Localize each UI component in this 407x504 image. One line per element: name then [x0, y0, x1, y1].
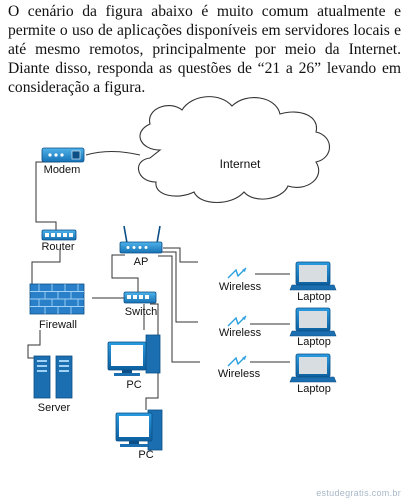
router-label: Router [41, 241, 74, 253]
ap-label: AP [134, 256, 149, 268]
switch-label: Switch [125, 306, 157, 318]
pc-icon-1 [107, 334, 161, 376]
link-modem-internet [85, 151, 141, 156]
link-ap-laptop2 [160, 251, 198, 323]
internet-label: Internet [220, 157, 261, 171]
firewall-icon [29, 283, 85, 315]
watermark-text: estudegratis.com.br [316, 488, 401, 498]
link-ap-laptop1 [163, 247, 198, 263]
internet-cloud-icon [138, 96, 331, 203]
laptop-label-1: Laptop [297, 291, 331, 303]
modem-label: Modem [44, 164, 81, 176]
laptop-icon-1 [289, 261, 337, 291]
link-ap-switch [111, 254, 139, 292]
intro-paragraph: O cenário da figura abaixo é muito comum… [8, 3, 401, 96]
server-icon [33, 355, 73, 399]
pc-label-2: PC [138, 449, 153, 461]
wireless-icon-1 [227, 267, 247, 279]
wireless-label-3: Wireless [218, 368, 261, 380]
laptop-icon-2 [289, 307, 337, 337]
modem-icon [41, 147, 85, 163]
switch-icon [123, 291, 157, 304]
wireless-icon-2 [227, 315, 247, 327]
wireless-label-1: Wireless [219, 281, 262, 293]
link-ap-laptop3 [158, 255, 200, 363]
link-switch-pc2 [145, 303, 159, 410]
wireless-icon-3 [227, 355, 247, 367]
pc-icon-2 [115, 409, 163, 451]
access-point-icon [119, 225, 163, 254]
laptop-label-3: Laptop [297, 383, 331, 395]
pc-label-1: PC [126, 379, 141, 391]
link-firewall-server [27, 330, 42, 359]
link-router-firewall [31, 250, 61, 286]
laptop-label-2: Laptop [297, 336, 331, 348]
wireless-label-2: Wireless [219, 327, 262, 339]
router-icon [41, 229, 77, 241]
laptop-icon-3 [289, 353, 337, 383]
server-label: Server [38, 402, 71, 414]
firewall-label: Firewall [39, 319, 77, 331]
